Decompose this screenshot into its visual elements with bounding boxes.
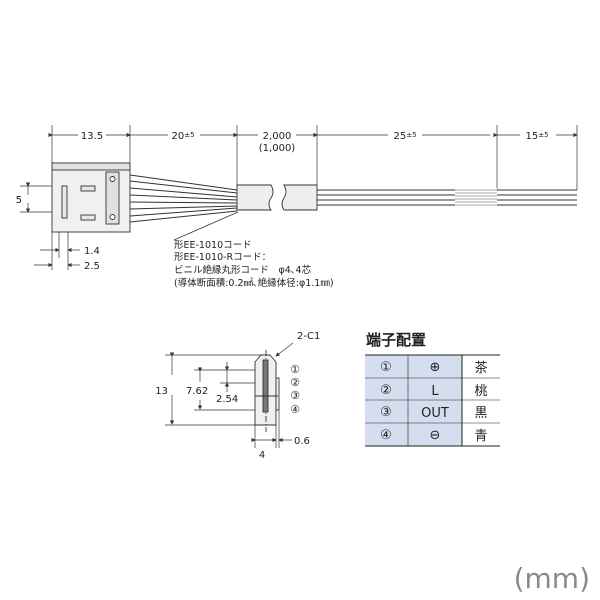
table-cell-signal: OUT (421, 406, 449, 421)
table-cell-signal: ⊕ (430, 360, 441, 375)
dim-height: 13 (155, 386, 168, 397)
table-cell-color: 桃 (474, 384, 487, 399)
table-cell-color: 茶 (474, 360, 487, 376)
pin-label: ② (290, 376, 300, 389)
dim-wire-end: 15±5 (525, 131, 548, 142)
pin-label: ④ (290, 403, 300, 416)
dim-thickness: 0.6 (294, 436, 310, 447)
dim-connector-length: 13.5 (81, 131, 103, 142)
cable-note: 形EE-1010コード 形EE-1010-Rコード： ビニル絶縁丸形コード φ4… (174, 239, 334, 289)
extension-lines (20, 125, 578, 270)
pin-label: ① (290, 363, 300, 376)
pin-label: ③ (290, 389, 300, 402)
unit-label: (mm) (514, 562, 590, 595)
dim-wire-length: 20±5 (171, 131, 194, 142)
side-view-dimensions (165, 342, 294, 448)
table-title: 端子配置 (366, 331, 426, 349)
dim-cable-length: 2,000 (263, 131, 292, 142)
table-cell-color: 青 (474, 429, 487, 444)
table-cell-no: ④ (380, 428, 392, 443)
table-cell-signal: L (431, 384, 439, 399)
cable-note-line: 形EE-1010コード (174, 239, 252, 251)
dim-offset-a: 1.4 (84, 246, 100, 257)
dim-slot-height: 5 (16, 195, 22, 206)
dim-offset-b: 2.5 (84, 261, 100, 272)
connector-side-view (254, 350, 280, 432)
table-cell-no: ① (380, 360, 392, 375)
dim-pin-span: 7.62 (186, 386, 208, 397)
dim-width: 4 (259, 450, 265, 461)
terminal-table: ① ⊕ 茶 ② L 桃 ③ OUT 黒 ④ ⊖ 青 (365, 354, 500, 447)
table-cell-color: 黒 (474, 406, 487, 421)
cable (236, 184, 577, 211)
chamfer-label: 2-C1 (297, 331, 320, 342)
cable-note-line: (導体断面積:0.2㎟､絶縁体径:φ1.1㎜) (174, 277, 334, 289)
table-cell-signal: ⊖ (430, 428, 441, 443)
connector-top-view (51, 162, 131, 233)
cable-note-line: 形EE-1010-Rコード： (174, 251, 271, 263)
wires (129, 174, 238, 223)
dim-pin-pitch: 2.54 (216, 394, 238, 405)
cable-note-line: ビニル絶縁丸形コード φ4､4芯 (174, 264, 312, 276)
table-cell-no: ③ (380, 405, 392, 420)
table-cell-no: ② (380, 383, 392, 398)
dim-cable-length-alt: (1,000) (259, 143, 296, 154)
dim-sheath-strip: 25±5 (393, 131, 416, 142)
